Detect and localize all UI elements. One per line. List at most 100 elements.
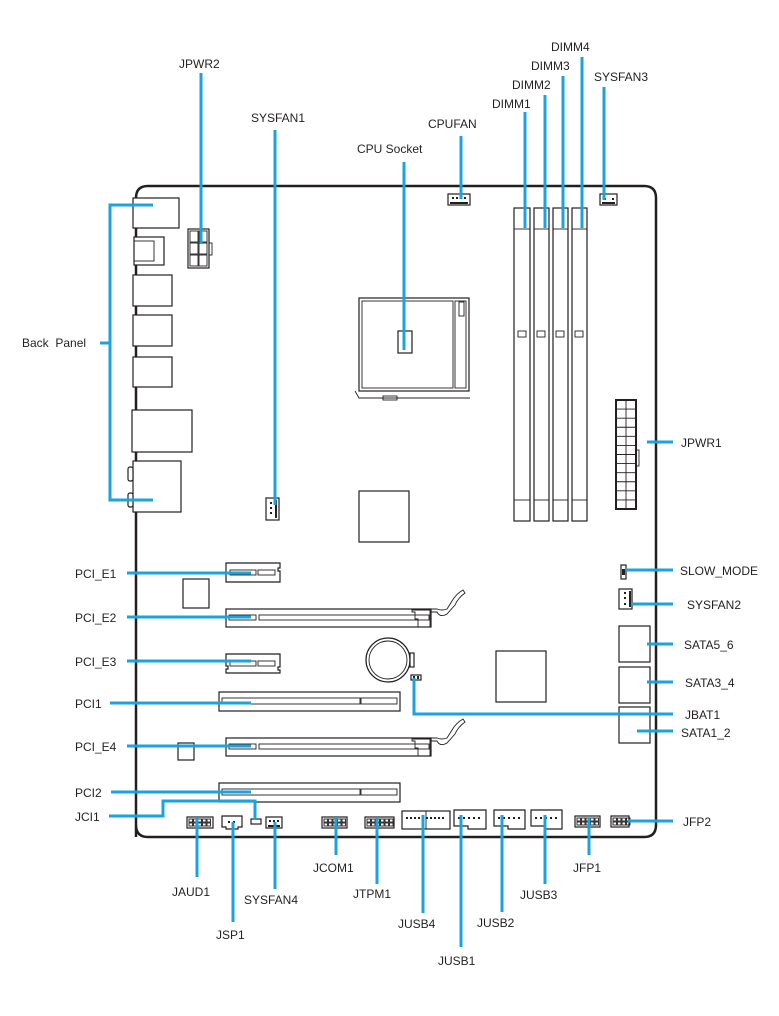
pci-e1-slot — [225, 562, 281, 583]
label-jbat1: JBAT1 — [685, 708, 720, 722]
io-ps2-port — [132, 197, 180, 229]
cmos-battery — [365, 637, 415, 683]
header-pin — [366, 818, 371, 823]
header-pin — [188, 822, 193, 827]
label-jusb2: JUSB2 — [477, 916, 515, 930]
header-pin — [341, 822, 346, 827]
label-jfp2: JFP2 — [683, 815, 711, 829]
sata1-2-connector — [618, 706, 651, 744]
label-jpwr2: JPWR2 — [179, 57, 220, 71]
io-port-2-inner — [133, 240, 155, 262]
header-pin — [380, 822, 385, 827]
chipset-north — [358, 490, 410, 543]
leader-jci1 — [109, 799, 257, 820]
header-pin — [612, 817, 617, 822]
header-pin — [323, 818, 328, 823]
header-pin — [621, 821, 626, 826]
io-lan-port — [131, 409, 193, 453]
labels: JPWR2 SYSFAN1 CPU Socket CPUFAN DIMM1 DI… — [22, 40, 758, 968]
dimm-slots — [513, 207, 588, 522]
cpu-socket — [354, 297, 470, 401]
sata5-6-connector — [618, 625, 651, 663]
label-pci1: PCI1 — [75, 697, 102, 711]
header-pin — [366, 822, 371, 827]
label-jusb4: JUSB4 — [398, 917, 436, 931]
header-pin — [576, 817, 581, 822]
label-jsp1: JSP1 — [216, 928, 245, 942]
label-back-panel: Back Panel — [22, 336, 86, 350]
header-pin — [389, 822, 394, 827]
header-pin — [206, 818, 211, 823]
header-pin — [594, 821, 599, 826]
header-pin — [328, 822, 333, 827]
jusb4-header — [401, 810, 451, 830]
header-pin — [581, 817, 586, 822]
label-jci1: JCI1 — [75, 810, 100, 824]
header-pin — [384, 818, 389, 823]
label-dimm2: DIMM2 — [512, 78, 551, 92]
label-jaud1: JAUD1 — [172, 885, 210, 899]
header-pin — [581, 821, 586, 826]
jpwr1-connector — [615, 399, 640, 510]
header-pin — [384, 822, 389, 827]
jpwr2-connector — [187, 228, 213, 269]
jfp2-header — [610, 815, 631, 828]
header-pin — [576, 821, 581, 826]
back-panel — [127, 197, 193, 513]
label-jfp1: JFP1 — [573, 861, 601, 875]
jaud1-header — [186, 816, 214, 829]
leader-back-panel — [108, 203, 153, 502]
label-cpu-socket: CPU Socket — [357, 142, 423, 156]
header-pin — [617, 821, 622, 826]
io-usb-port-2 — [132, 314, 173, 347]
cpufan-connector — [447, 193, 471, 206]
label-cpufan: CPUFAN — [428, 117, 477, 131]
label-jpwr1: JPWR1 — [681, 436, 722, 450]
header-pin — [188, 818, 193, 823]
sysfan2-connector — [618, 588, 633, 610]
header-pin — [202, 818, 207, 823]
pci-e2-slot — [225, 589, 466, 628]
leader-jbat1 — [412, 678, 673, 716]
header-pin — [617, 817, 622, 822]
header-pin — [594, 817, 599, 822]
io-audio-port — [132, 460, 182, 513]
sysfan1-connector — [265, 497, 280, 521]
header-pin — [371, 818, 376, 823]
sata3-4-connector — [618, 666, 651, 704]
header-pin — [371, 822, 376, 827]
label-pci-e2: PCI_E2 — [75, 611, 117, 625]
header-pin — [389, 818, 394, 823]
dimm4-slot — [571, 207, 588, 522]
label-jtpm1: JTPM1 — [353, 887, 391, 901]
label-sysfan4: SYSFAN4 — [244, 893, 298, 907]
header-pin — [612, 821, 617, 826]
label-sata5-6: SATA5_6 — [684, 638, 734, 652]
label-dimm4: DIMM4 — [551, 40, 590, 54]
small-chip-1 — [182, 578, 210, 609]
header-pin — [323, 822, 328, 827]
label-sata1-2: SATA1_2 — [681, 726, 731, 740]
label-sata3-4: SATA3_4 — [685, 676, 735, 690]
header-pin — [621, 817, 626, 822]
label-sysfan2: SYSFAN2 — [687, 598, 741, 612]
pci1-slot — [218, 691, 401, 712]
chipset-south — [495, 650, 547, 703]
label-pci-e1: PCI_E1 — [75, 567, 117, 581]
jtpm1-header — [364, 816, 395, 829]
header-pin — [341, 818, 346, 823]
jusb1-header — [453, 809, 487, 830]
label-jusb1: JUSB1 — [438, 954, 476, 968]
jusb2-header — [493, 809, 526, 830]
io-usb-port-1 — [132, 274, 173, 307]
header-pin — [206, 822, 211, 827]
label-pci-e3: PCI_E3 — [75, 655, 117, 669]
pci-e3-slot — [225, 653, 281, 674]
leader-lines — [100, 57, 673, 947]
dimm2-slot — [533, 207, 550, 522]
slow-mode-jumper — [620, 564, 627, 580]
header-pin — [328, 818, 333, 823]
header-pin — [202, 822, 207, 827]
io-usb-port-3 — [132, 356, 173, 388]
